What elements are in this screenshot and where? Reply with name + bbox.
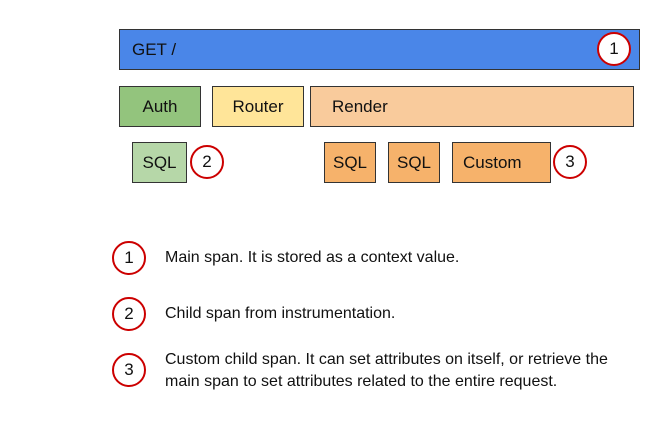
router-span-label: Router [232, 96, 284, 116]
marker-2: 2 [190, 145, 224, 179]
legend-text-1: Main span. It is stored as a context val… [165, 249, 460, 266]
auth-sql-span: SQL [132, 142, 187, 183]
auth-sql-label: SQL [142, 152, 177, 172]
render-sql-span-2: SQL [388, 142, 440, 183]
legend-marker-1: 1 [112, 241, 146, 275]
auth-span-label: Auth [142, 96, 178, 116]
auth-span: Auth [119, 86, 201, 127]
render-span-label: Render [332, 96, 388, 116]
legend-text-3: Custom child span. It can set attributes… [165, 351, 608, 390]
router-span: Router [212, 86, 304, 127]
main-span-get: GET / [119, 29, 640, 70]
marker-1: 1 [597, 32, 631, 66]
legend-text-2: Child span from instrumentation. [165, 305, 396, 322]
render-sql-label-2: SQL [396, 152, 432, 172]
custom-span: Custom [452, 142, 551, 183]
render-sql-label-1: SQL [332, 152, 368, 172]
main-span-label: GET / [132, 39, 177, 59]
legend-marker-2: 2 [112, 297, 146, 331]
render-span: Render [310, 86, 634, 127]
render-sql-span-1: SQL [324, 142, 376, 183]
custom-span-label: Custom [463, 152, 522, 172]
marker-3: 3 [553, 145, 587, 179]
legend-marker-3: 3 [112, 353, 146, 387]
